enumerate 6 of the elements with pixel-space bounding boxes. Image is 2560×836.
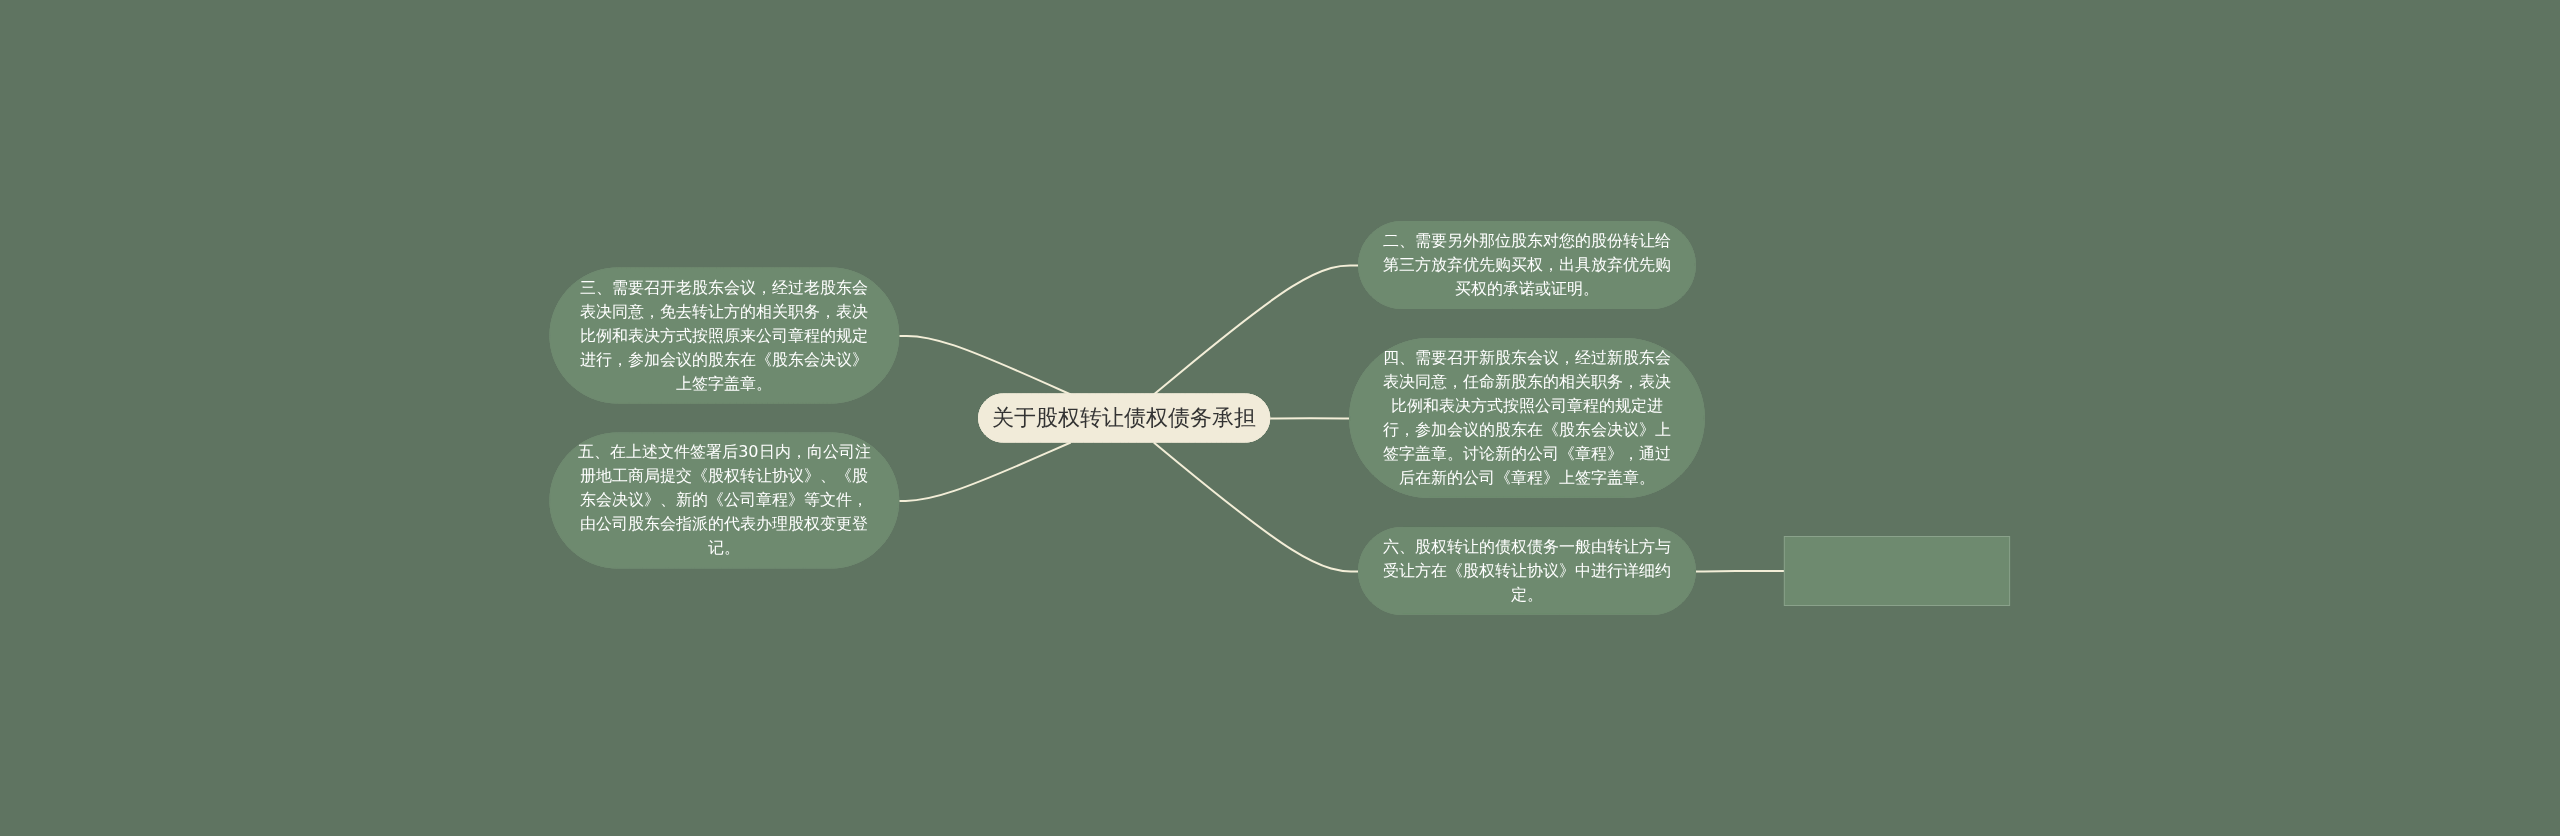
connector [1152, 264, 1361, 396]
connector [1695, 570, 1786, 573]
connector [1152, 441, 1361, 573]
node-box [1784, 536, 2011, 606]
connector [898, 441, 1072, 502]
connector [898, 334, 1072, 396]
